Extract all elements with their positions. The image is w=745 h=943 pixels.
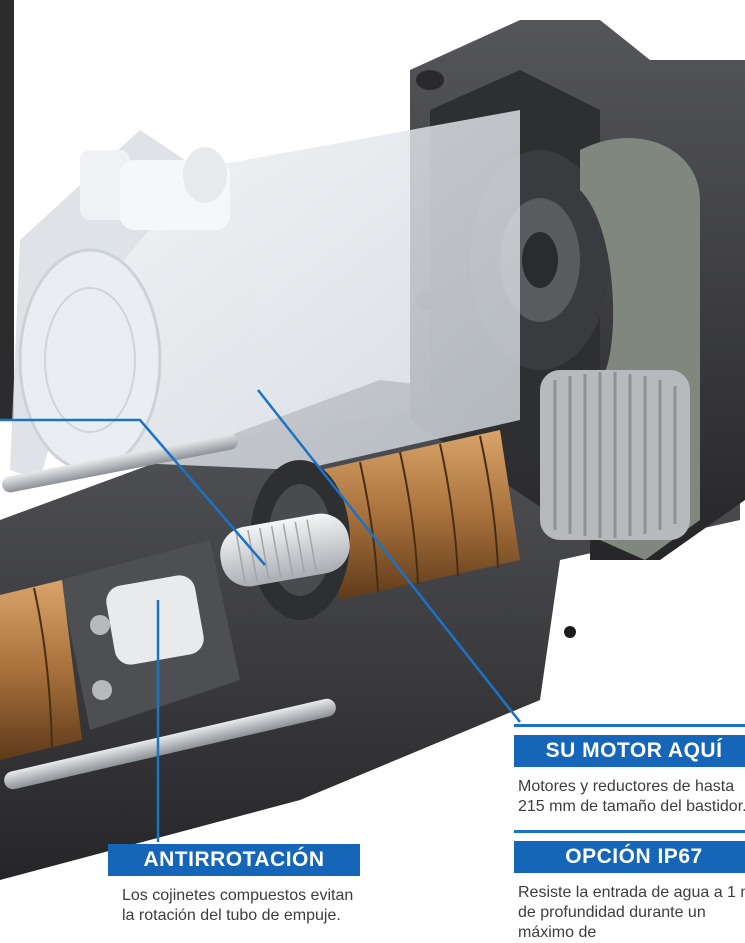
callout-title: SU MOTOR AQUÍ <box>514 735 745 767</box>
guide-rod-lower <box>4 698 336 790</box>
callout-rule <box>514 830 745 833</box>
callout-body: Los cojinetes compuestos evitan la rotac… <box>122 887 354 924</box>
leader-lines <box>0 389 521 842</box>
callout-body: Resiste la entrada de agua a 1 m de prof… <box>518 884 745 941</box>
callout-rule <box>514 724 745 727</box>
callout-body: Motores y reductores de hasta 215 mm de … <box>518 778 745 815</box>
housing-edge <box>0 0 14 420</box>
bronze-bearings-right <box>320 430 520 600</box>
guide-rod-upper <box>2 433 238 493</box>
callout-antirotation: ANTIRROTACIÓN INTERNA Los cojinetes comp… <box>108 844 360 926</box>
callout-title: OPCIÓN IP67 <box>514 841 745 873</box>
lead-screw <box>220 513 350 587</box>
motor-outline <box>10 110 520 480</box>
antirotation-block <box>106 575 204 665</box>
callout-title: ANTIRROTACIÓN INTERNA <box>108 844 360 903</box>
gear <box>540 370 690 540</box>
callout-ip67: OPCIÓN IP67 Resiste la entrada de agua a… <box>514 830 745 943</box>
callout-motor: SU MOTOR AQUÍ Motores y reductores de ha… <box>514 724 745 817</box>
bronze-bearings-left <box>0 580 82 760</box>
